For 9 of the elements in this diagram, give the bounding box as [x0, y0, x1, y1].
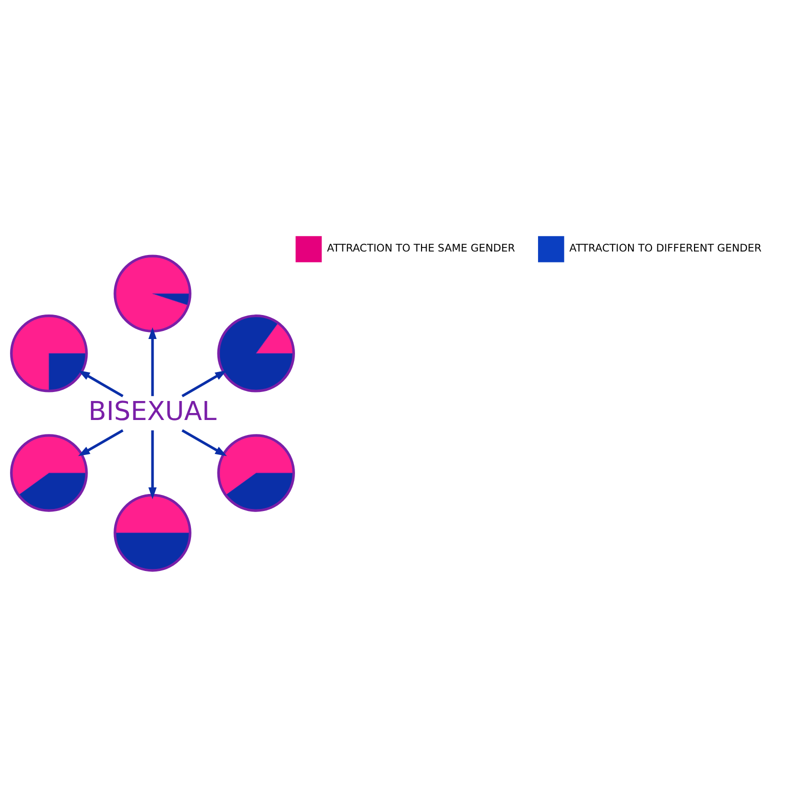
arrow — [78, 429, 124, 456]
legend-label: ATTRACTION TO DIFFERENT GENDER — [569, 242, 762, 255]
arrow — [148, 430, 157, 500]
arrow — [182, 429, 227, 456]
arrow — [148, 327, 157, 396]
node-text: BISEXUAL — [88, 396, 217, 427]
arrow — [182, 370, 227, 398]
legend-label: ATTRACTION TO THE SAME GENDER — [326, 242, 516, 255]
arrow — [78, 370, 124, 398]
